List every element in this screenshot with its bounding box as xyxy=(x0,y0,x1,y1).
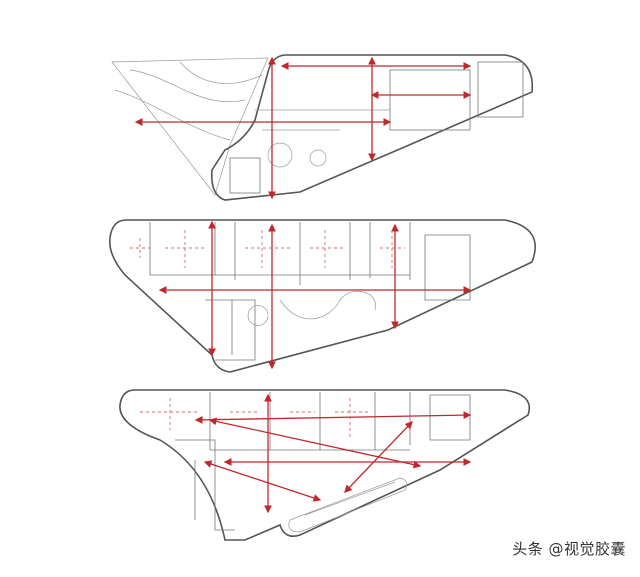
floor-plan-1 xyxy=(111,54,534,201)
floor-plan-3 xyxy=(119,389,530,541)
room-axis-crosses xyxy=(130,230,405,268)
floor-plan-2 xyxy=(108,219,536,373)
watermark: 头条 @视觉胶囊 xyxy=(512,540,626,558)
